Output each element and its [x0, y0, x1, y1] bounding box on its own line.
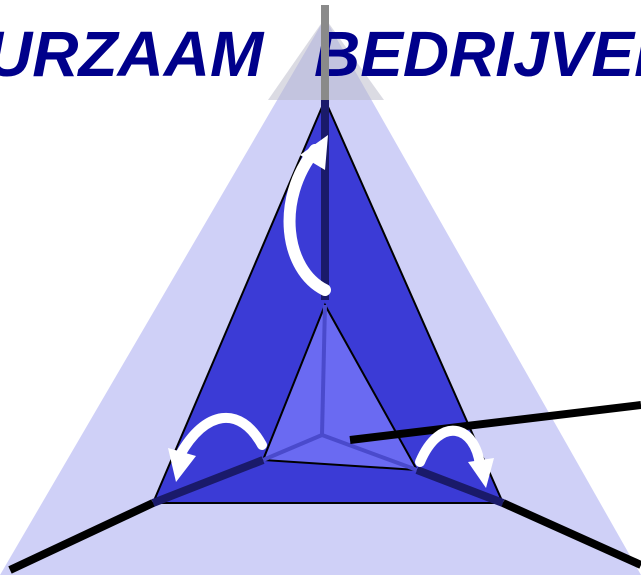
title-word-left: URZAAM — [0, 18, 265, 90]
title-word-right: BEDRIJVEN — [314, 18, 641, 90]
